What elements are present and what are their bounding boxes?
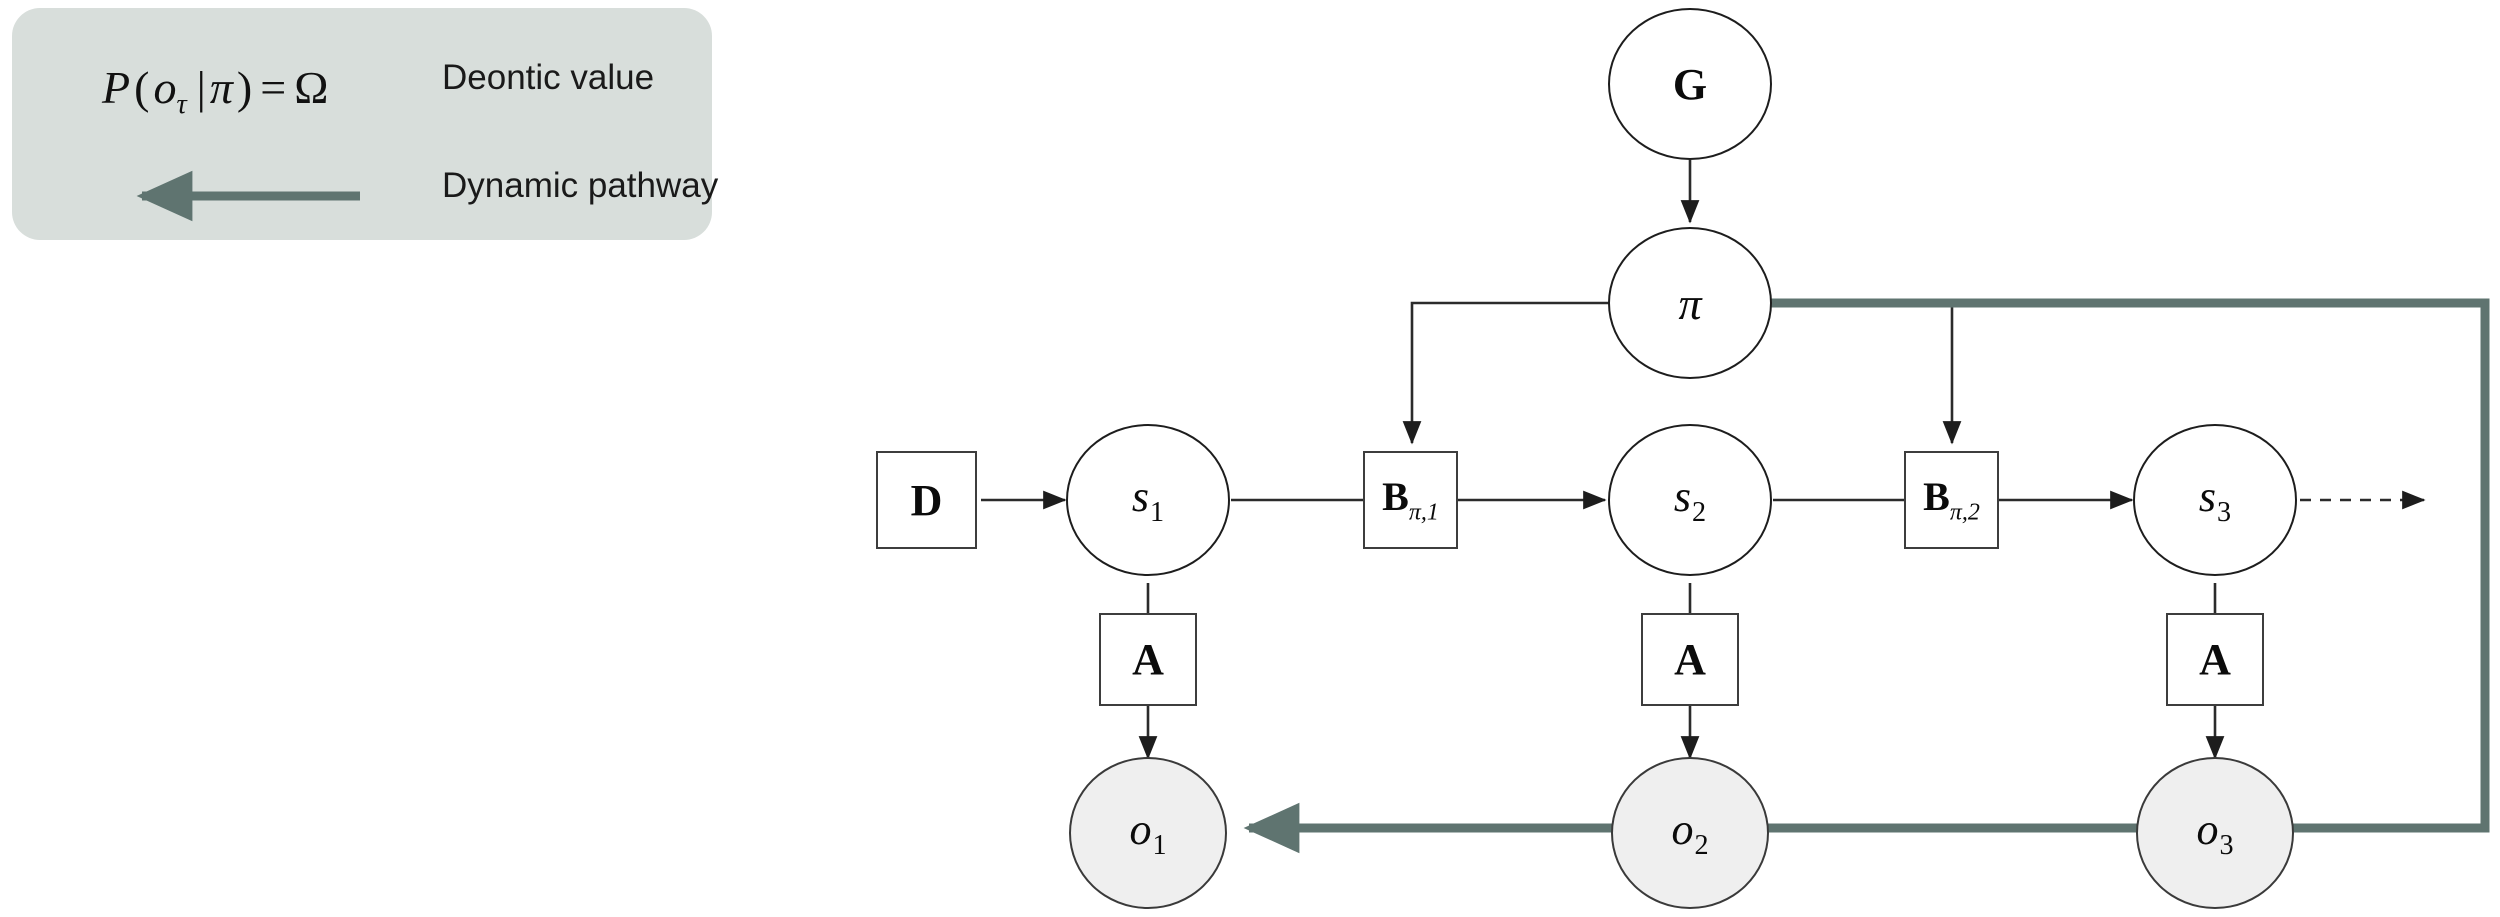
node-s3[interactable]: s3: [2133, 424, 2297, 576]
node-A1-label: A: [1132, 635, 1164, 684]
node-D[interactable]: D: [876, 451, 977, 549]
formula-P: P: [102, 62, 131, 113]
node-pi[interactable]: π: [1608, 227, 1772, 379]
node-s2-label: s2: [1673, 471, 1707, 529]
formula-bar: |: [196, 62, 206, 113]
node-pi-label: π: [1678, 277, 1702, 329]
formula-equals: =: [260, 62, 287, 113]
node-A1[interactable]: A: [1099, 613, 1197, 706]
node-s3-label: s3: [2198, 471, 2232, 529]
node-A3-label: A: [2199, 635, 2231, 684]
node-A3[interactable]: A: [2166, 613, 2264, 706]
node-B-pi-1[interactable]: Bπ,1: [1363, 451, 1458, 549]
formula-omega: Ω: [294, 62, 329, 113]
node-s1-label: s1: [1131, 471, 1165, 529]
formula-o-subscript: τ: [176, 88, 187, 120]
node-G-label: G: [1672, 59, 1708, 109]
node-s1[interactable]: s1: [1066, 424, 1230, 576]
formula-open-paren: (: [134, 62, 150, 113]
node-o2-label: o2: [1671, 804, 1709, 862]
node-A2-label: A: [1674, 635, 1706, 684]
node-o3-label: o3: [2196, 804, 2234, 862]
node-B-pi-1-label: Bπ,1: [1382, 474, 1439, 526]
deontic-formula: P(oτ |π)=Ω: [102, 56, 392, 120]
node-o1[interactable]: o1: [1069, 757, 1227, 909]
edge-dynamic-pathway: [1243, 298, 2490, 854]
node-G[interactable]: G: [1608, 8, 1772, 160]
node-o3[interactable]: o3: [2136, 757, 2294, 909]
formula-pi: π: [209, 62, 233, 113]
node-B-pi-2[interactable]: Bπ,2: [1904, 451, 1999, 549]
node-o1-label: o1: [1129, 804, 1167, 862]
node-D-label: D: [910, 475, 943, 525]
legend-pathway-label: Dynamic pathway: [442, 166, 719, 205]
formula-o: o: [153, 62, 177, 113]
node-A2[interactable]: A: [1641, 613, 1739, 706]
legend-deontic-label: Deontic value: [442, 58, 655, 97]
node-s2[interactable]: s2: [1608, 424, 1772, 576]
formula-close-paren: ): [236, 62, 253, 113]
node-o2[interactable]: o2: [1611, 757, 1769, 909]
edge-pi-to-B1: [1402, 301, 1618, 445]
node-B-pi-2-label: Bπ,2: [1923, 474, 1980, 526]
legend-panel: P(oτ |π)=Ω Deontic value Dynamic pathway: [12, 8, 718, 240]
